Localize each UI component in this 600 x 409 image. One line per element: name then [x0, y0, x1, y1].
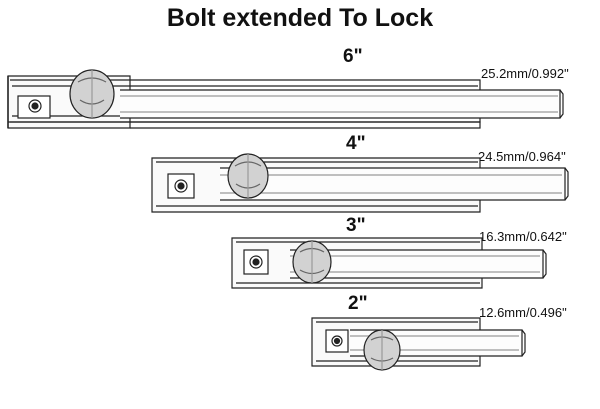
bolt-2-inch — [311, 317, 526, 371]
bolt-size-label-3: 3" — [346, 215, 366, 236]
bolt-4-inch — [151, 153, 569, 213]
bolt-measurement-3: 16.3mm/0.642" — [479, 229, 567, 244]
bolt-size-label-6: 6" — [343, 46, 363, 67]
bolt-size-label-4: 4" — [346, 133, 366, 154]
bolt-measurement-4: 24.5mm/0.964" — [478, 149, 566, 164]
figure-title: Bolt extended To Lock — [166, 4, 434, 32]
bolt-3-inch — [231, 237, 547, 289]
bolt-6-inch — [7, 69, 564, 129]
bolt-measurement-6: 25.2mm/0.992" — [481, 66, 569, 81]
bolt-measurement-2: 12.6mm/0.496" — [479, 305, 567, 320]
bolt-size-label-2: 2" — [348, 293, 368, 314]
